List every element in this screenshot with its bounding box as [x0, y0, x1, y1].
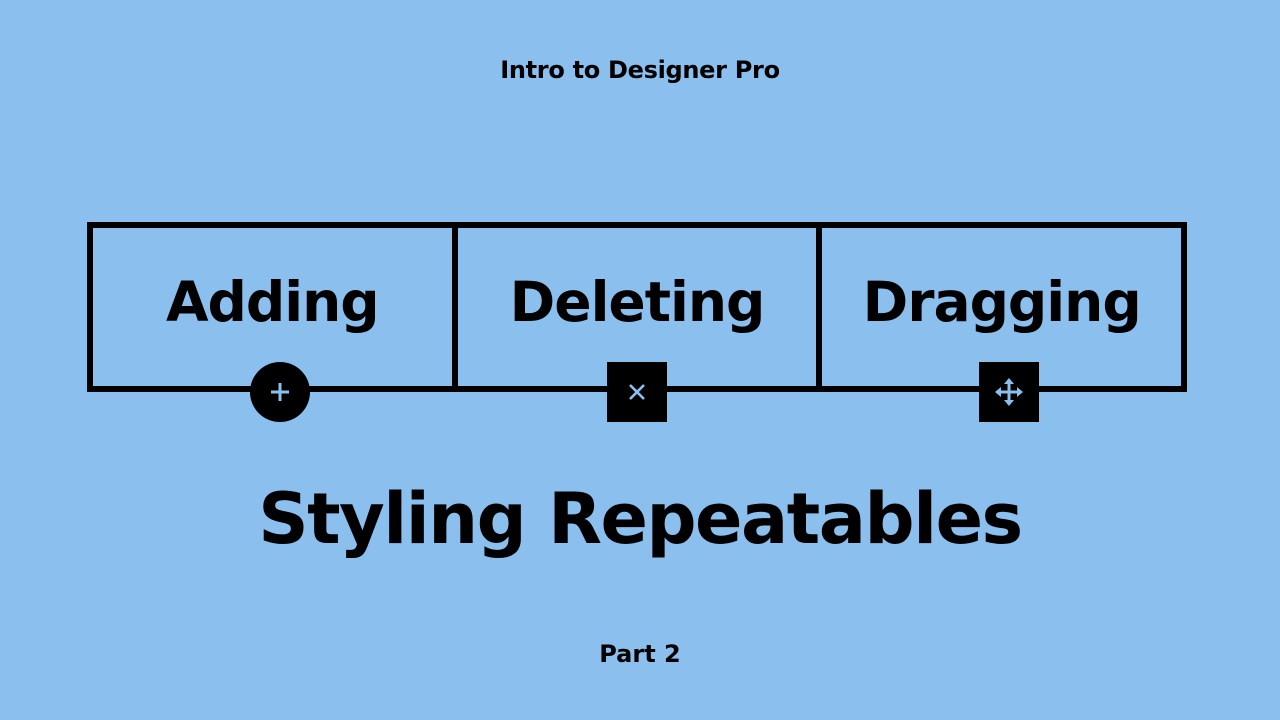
page-title: Styling Repeatables — [258, 478, 1023, 560]
move-icon — [979, 362, 1039, 422]
plus-icon — [250, 362, 310, 422]
course-subtitle: Intro to Designer Pro — [500, 56, 780, 84]
panel-adding: Adding — [165, 270, 380, 334]
panel-deleting: Deleting — [451, 228, 817, 386]
part-label: Part 2 — [599, 640, 681, 668]
panel-dragging: Dragging — [816, 228, 1181, 386]
close-icon — [607, 362, 667, 422]
